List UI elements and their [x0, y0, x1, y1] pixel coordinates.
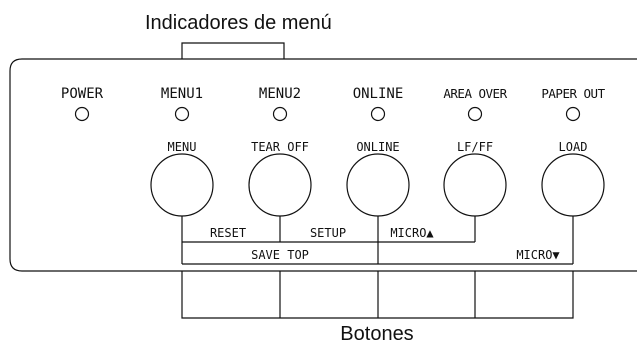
menu1-led-icon: [174, 106, 190, 122]
power-led-icon: [74, 106, 90, 122]
menu2-led-icon: [272, 106, 288, 122]
tear-off-button[interactable]: [248, 153, 312, 217]
indicator-label-paper-out: PAPER OUT: [541, 86, 605, 101]
area-over-led-icon: [467, 106, 483, 122]
paper-out-led-icon: [565, 106, 581, 122]
button-label-online: ONLINE: [356, 140, 399, 154]
online-led-icon: [370, 106, 386, 122]
micro-down-combo-label: MICRO▼: [516, 248, 560, 262]
control-panel-outline: [9, 58, 637, 272]
indicator-label-menu1: MENU1: [161, 86, 203, 102]
indicator-label-power: POWER: [61, 86, 104, 102]
menu-indicators-bracket: [181, 42, 285, 59]
buttons-bracket: [181, 271, 574, 319]
save-top-combo-label: SAVE TOP: [251, 248, 309, 262]
menu-button[interactable]: [150, 153, 214, 217]
combination-brackets: [181, 216, 574, 265]
menu-indicators-caption: Indicadores de menú: [145, 12, 332, 34]
online-button[interactable]: [346, 153, 410, 217]
setup-combo-label: SETUP: [310, 226, 346, 240]
button-label-tear-off: TEAR OFF: [251, 140, 309, 154]
indicator-label-menu2: MENU2: [259, 86, 301, 102]
buttons-caption: Botones: [340, 323, 413, 345]
button-label-load: LOAD: [559, 140, 588, 154]
micro-up-combo-label: MICRO▲: [390, 226, 434, 240]
indicator-label-area-over: AREA OVER: [443, 86, 507, 101]
reset-combo-label: RESET: [210, 226, 246, 240]
lf-ff-button[interactable]: [443, 153, 507, 217]
button-label-menu: MENU: [168, 140, 197, 154]
indicator-label-online: ONLINE: [353, 86, 404, 102]
button-label-lf-ff: LF/FF: [457, 140, 493, 154]
load-button[interactable]: [541, 153, 605, 217]
